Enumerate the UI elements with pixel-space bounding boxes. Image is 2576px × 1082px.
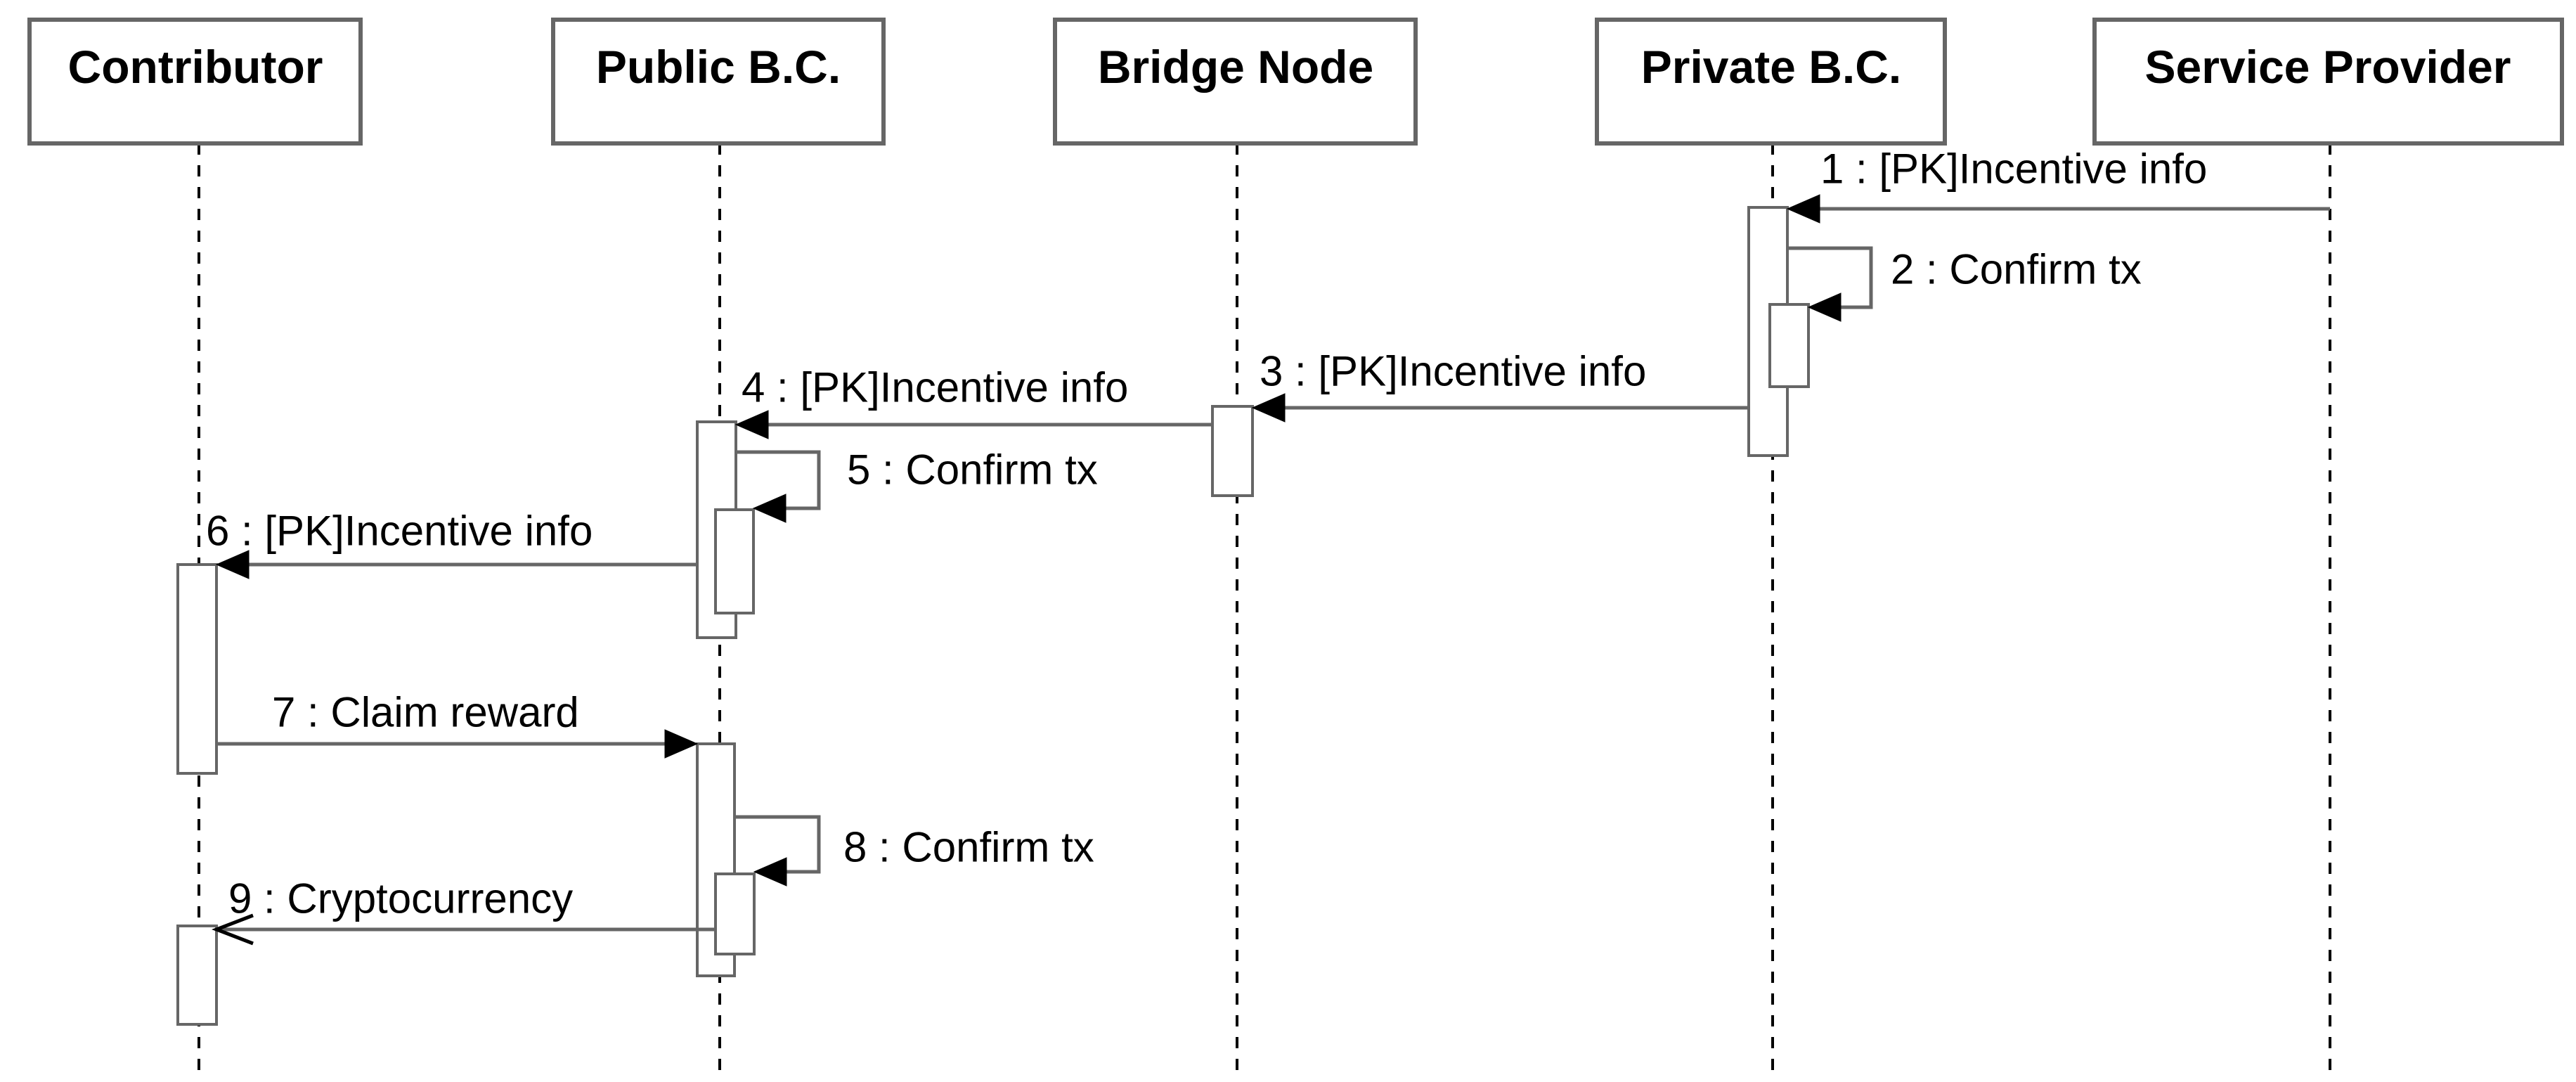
message-arrowhead-6	[215, 550, 250, 579]
message-label-2: 2 : Confirm tx	[1891, 246, 2142, 293]
message-label-5: 5 : Confirm tx	[847, 446, 1098, 494]
message-line-8	[734, 815, 821, 874]
message-arrowhead-7	[664, 729, 699, 759]
message-arrowhead-3	[1251, 393, 1286, 423]
activation-bar-contributor-bar-2	[176, 925, 218, 1026]
message-label-6: 6 : [PK]Incentive info	[206, 508, 593, 555]
message-line-2	[1787, 246, 1873, 309]
activation-bar-contributor-bar-1	[176, 563, 218, 775]
message-line-5	[736, 450, 821, 510]
message-label-8: 8 : Confirm tx	[843, 824, 1094, 871]
actor-box-private-bc	[1595, 18, 1947, 146]
activation-bar-bridge-node-bar	[1211, 405, 1254, 497]
actor-label-contributor: Contributor	[68, 41, 323, 93]
actor-box-contributor	[27, 18, 363, 146]
actor-box-public-bc	[551, 18, 886, 146]
actor-label-public-bc: Public B.C.	[596, 41, 841, 93]
message-label-4: 4 : [PK]Incentive info	[742, 364, 1128, 411]
actor-label-bridge-node: Bridge Node	[1098, 41, 1373, 93]
message-label-1: 1 : [PK]Incentive info	[1820, 146, 2207, 193]
message-arrowhead-9	[212, 913, 254, 946]
message-arrowhead-4	[734, 410, 769, 439]
message-arrowhead-8	[753, 857, 787, 887]
activation-bar-public-bc-nested-2	[714, 872, 756, 955]
actor-box-service-provider	[2092, 18, 2564, 146]
actor-label-private-bc: Private B.C.	[1641, 41, 1901, 93]
actor-box-bridge-node	[1053, 18, 1418, 146]
message-arrowhead-5	[752, 494, 787, 523]
activation-bar-public-bc-nested-1	[714, 508, 755, 614]
message-label-7: 7 : Claim reward	[272, 689, 579, 736]
message-arrowhead-1	[1786, 194, 1820, 224]
message-arrowhead-2	[1807, 292, 1842, 322]
message-label-3: 3 : [PK]Incentive info	[1260, 348, 1646, 395]
message-label-9: 9 : Cryptocurrency	[228, 875, 573, 922]
actor-label-service-provider: Service Provider	[2145, 41, 2511, 93]
activation-bar-private-bc-nested	[1768, 303, 1810, 388]
